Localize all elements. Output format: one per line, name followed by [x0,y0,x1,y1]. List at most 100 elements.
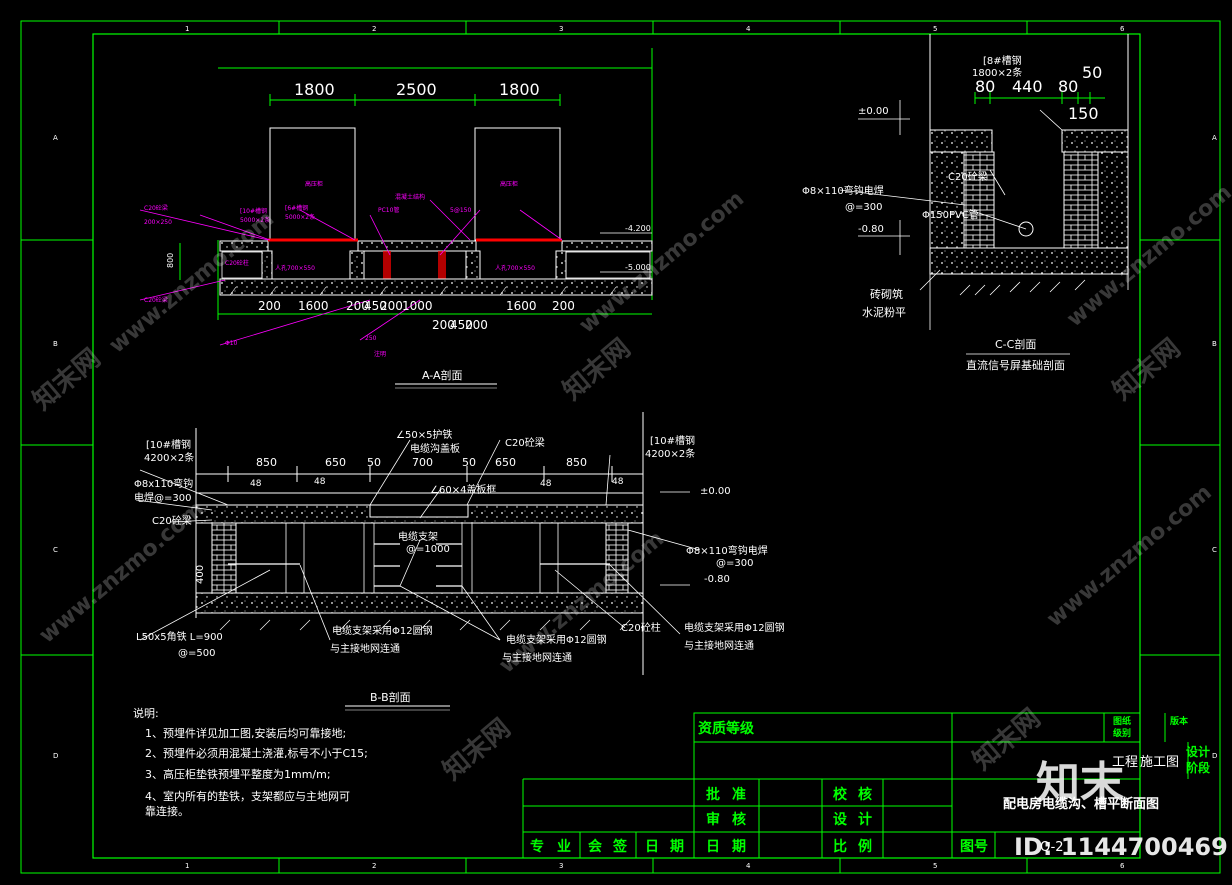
bb-right-6: -0.80 [704,574,730,585]
cc-top-1: [8#槽钢 [983,54,1022,67]
tb-no: 图号 [960,839,988,855]
watermark-logo: 知末 [1036,758,1124,809]
tb-r1c: 校 [833,786,848,803]
tb-r1b: 准 [732,786,746,803]
bb-sub-1: 48 [250,479,262,489]
bb-left-4: 电焊@=300 [134,491,191,504]
grid-right-d: D [1212,752,1217,760]
bb-sub-4: 48 [612,477,624,487]
grid-right-b: B [1212,340,1217,348]
grid-left-c: C [53,546,58,554]
grid-bottom-5: 5 [933,862,937,870]
aa-dim-b-3: 200 [346,299,369,313]
bb-left-2: 4200×2条 [144,451,194,464]
grid-left-a: A [53,134,58,142]
bb-left-7: @=500 [178,648,215,659]
bb-left-1: [10#槽钢 [146,438,191,451]
bb-bot-5: C20砼柱 [621,621,661,634]
cc-label-1: Φ8×110弯钩电焊 [802,184,884,197]
bb-dim-4: 700 [412,456,433,469]
bb-mid-1: ∠50×5护铁 [396,428,452,441]
aa-dim-top-1: 1800 [294,80,335,99]
tb-qual: 资质等级 [698,720,755,737]
watermark-brand-2: 知末网 [557,333,636,406]
bb-right-3: ±0.00 [700,486,731,497]
tb-r1d: 核 [858,786,872,803]
watermark-brand-3: 知末网 [1107,333,1186,406]
bb-mid-5: 电缆支架 [398,530,438,543]
bb-sub-3: 48 [540,479,552,489]
watermark-site-2: www.znzmo.com [575,186,749,338]
outer-frame [20,20,1221,874]
tb-bot-3: 会 [588,838,603,855]
cc-top-2: 1800×2条 [972,66,1022,79]
bb-bot-6: 电缆支架采用Φ12圆钢 [684,621,785,634]
aa-label-4: 5000×2条 [285,213,315,221]
grid-bottom-6: 6 [1120,862,1125,870]
inner-frame [92,33,1141,859]
aa-dim-b-11: 200 [552,299,575,313]
tb-drawing: 配电房电缆沟、槽平断面图 [1003,796,1159,812]
bb-bot-4: 与主接地网连通 [502,651,572,664]
aa-dim-b-5: 200 [380,299,403,313]
watermark-site-6: www.znzmo.com [1042,480,1216,632]
notes-head: 说明: [133,706,159,720]
aa-dim-b-2: 1600 [298,299,329,313]
section-bb: 850 650 50 700 50 650 850 48 48 48 48 [134,412,785,711]
watermark-brand-1: 知末网 [27,343,106,416]
bb-sub-2: 48 [314,477,326,487]
aa-title: A-A剖面 [422,368,463,382]
tb-no-val: Q-2 [1040,840,1064,855]
aa-label-15: 5@150 [450,207,471,214]
aa-label-2: 5000×2条 [240,216,270,224]
aa-dim-top-3: 1800 [499,80,540,99]
aa-floor-left [219,240,269,252]
bb-bot-3: 电缆支架采用Φ12圆钢 [506,633,607,646]
grid-top-6: 6 [1120,25,1125,33]
watermark-site-4: www.znzmo.com [35,496,209,648]
grid-ticks [21,21,1220,873]
aa-label-12: Φ10 [225,340,238,347]
cc-label-6: 水泥粉平 [862,306,906,319]
aa-label-13: C20砼柱 [225,259,249,267]
grid-bottom-4: 4 [746,862,751,870]
bb-bot-2: 与主接地网连通 [330,642,400,655]
bb-left-6: L50x5角铁 L=900 [136,630,223,643]
aa-label-7: PC10管 [378,206,399,214]
cc-elev-2: -0.80 [858,224,884,235]
aa-elev-1: -4.200 [625,224,651,233]
bb-left-3: Φ8x110弯钩 [134,477,193,490]
bb-right-2: 4200×2条 [645,447,695,460]
grid-bottom-1: 1 [185,862,189,870]
bb-bot-1: 电缆支架采用Φ12圆钢 [332,624,433,637]
aa-label-cab-2: 高压柜 [500,180,518,188]
notes-item-3: 3、高压柜垫铁预埋平整度为1mm/m; [145,767,331,781]
bb-right-5: @=300 [716,558,753,569]
cc-dim-1: 80 [975,77,995,96]
tb-stage1: 设计 [1186,744,1210,759]
aa-base-slab [219,278,653,296]
tb-r2c: 设 [833,812,848,828]
bb-left-5: C20砼梁 [152,514,192,527]
bb-brick-left [211,522,237,594]
tb-bot-2: 业 [557,839,571,855]
tb-r3b: 期 [732,839,746,855]
aa-floor-mid [357,240,477,252]
tb-bot-5: 日 [645,839,659,855]
aa-label-6: 200×250 [144,219,172,226]
section-aa: 1800 2500 1800 高压柜 高压柜 [139,48,653,389]
aa-dim-b-10: 1600 [506,299,537,313]
tb-r1a: 批 [706,786,720,803]
cc-subtitle: 直流信号屏基础剖面 [966,358,1065,372]
watermark-brand-5: 知末网 [967,703,1046,776]
bb-dim-7: 850 [566,456,587,469]
watermark-id: ID: 1144700469 [1014,833,1228,861]
aa-dim-b-6: 1000 [402,299,433,313]
tb-stage2: 阶段 [1186,760,1211,775]
cc-label-3: C20砼梁 [948,170,988,183]
bb-mid-4: ∠60×4盖板框 [430,483,496,496]
grid-top-2: 2 [372,25,376,33]
cc-dim-2: 440 [1012,77,1043,96]
cc-label-4: Φ150PVC管 [922,208,979,221]
bb-dim-6: 650 [495,456,516,469]
